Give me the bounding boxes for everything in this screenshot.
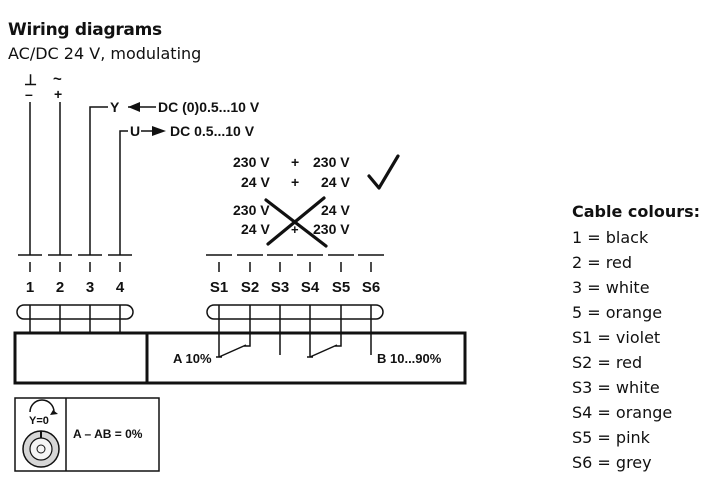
cable-colour-item: 2 = red [572,253,632,272]
aux-label-s3: S3 [271,279,289,296]
cable-colour-item: S2 = red [572,353,643,372]
rotation-box [14,397,160,472]
u-output-arrow-icon [152,126,166,136]
voltage-row2-right: 24 V [321,174,350,190]
cable-sheath-aux [206,304,384,320]
cable-colour-item: S4 = orange [572,403,673,422]
aux-label-s5: S5 [332,279,350,296]
voltage-row4-right: 230 V [313,221,350,237]
rotation-text: A – AB = 0% [73,427,143,441]
cable-colours-title: Cable colours: [572,202,701,221]
voltage-row1-left: 230 V [233,154,270,170]
aux-label-s1: S1 [210,279,228,296]
cross-icon [264,196,328,248]
ac-symbol: ~ [53,71,62,88]
switch-a-label: A 10% [173,351,212,366]
cable-colour-item: 1 = black [572,228,649,247]
negative-symbol: – [25,86,33,102]
voltage-row4-plus: + [291,222,299,237]
aux-label-s6: S6 [362,279,380,296]
voltage-row2-plus: + [291,174,299,190]
cable-colour-item: S3 = white [572,378,660,397]
cable-colour-item: S6 = grey [572,453,652,472]
voltage-row1-right: 230 V [313,154,350,170]
aux-label-s4: S4 [301,279,320,296]
terminal-label-4: 4 [116,279,125,296]
check-icon [367,154,400,190]
cable-colour-item: S1 = violet [572,328,661,347]
cable-colour-item: 5 = orange [572,303,663,322]
wire-s2-lower [244,305,251,347]
wire-4 [119,130,128,255]
rotation-y-label: Y=0 [29,415,49,427]
voltage-row3-right: 24 V [321,202,350,218]
diagram-subtitle: AC/DC 24 V, modulating [8,44,202,63]
y-input-arrow-icon [128,102,140,112]
rotation-switch-icon [22,399,60,468]
signal-y-letter: Y [110,99,120,115]
signal-u-label: DC 0.5...10 V [170,123,255,139]
voltage-row2-left: 24 V [241,174,270,190]
terminal-label-2: 2 [56,279,64,296]
voltage-row3-left: 230 V [233,202,270,218]
cable-sheath-main [16,304,134,320]
terminal-label-1: 1 [26,279,34,296]
switch-b-label: B 10...90% [377,351,442,366]
cable-colour-item: 3 = white [572,278,650,297]
signal-y-label: DC (0)0.5...10 V [158,99,260,115]
wire-s5-lower [335,305,342,347]
switch-a-contact [218,344,247,358]
signal-u-letter: U [130,123,140,139]
terminal-label-3: 3 [86,279,94,296]
voltage-row1-plus: + [291,154,299,170]
actuator-box [13,331,467,385]
cable-colour-item: S5 = pink [572,428,650,447]
wire-3 [89,106,108,255]
voltage-row4-left: 24 V [241,221,270,237]
cable-colours-list: 1 = black 2 = red 3 = white 5 = orange S… [572,228,672,478]
ground-symbol: ⊥ [24,72,37,89]
diagram-title: Wiring diagrams [8,20,162,40]
switch-b-contact [309,344,338,358]
positive-symbol: + [54,86,62,102]
aux-label-s2: S2 [241,279,259,296]
